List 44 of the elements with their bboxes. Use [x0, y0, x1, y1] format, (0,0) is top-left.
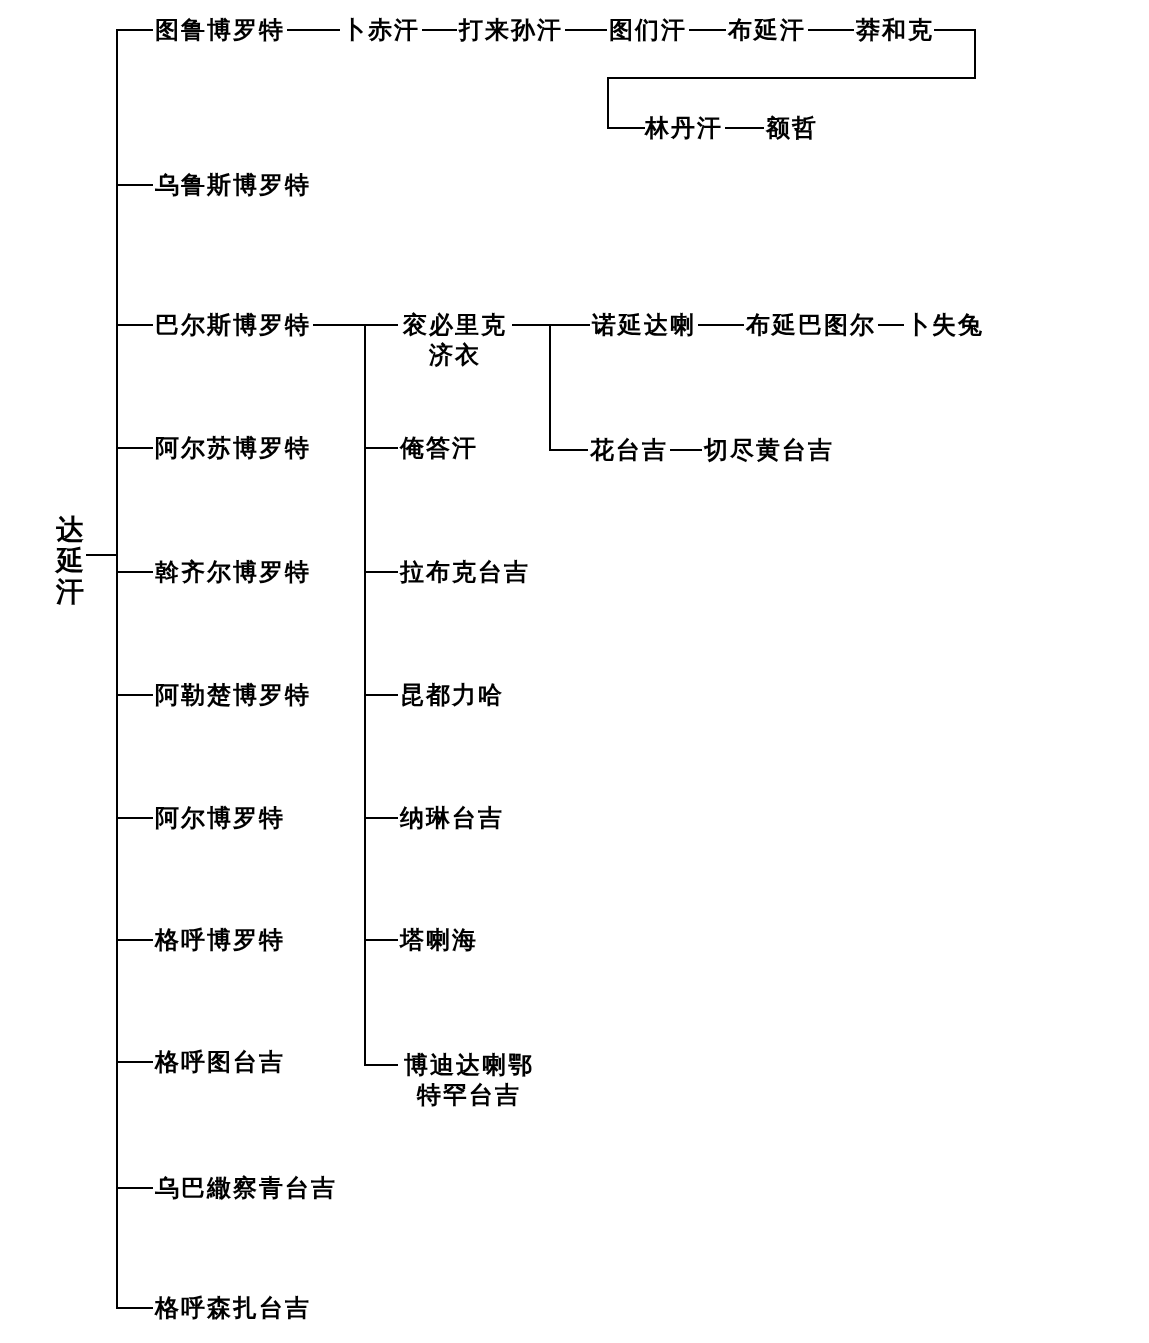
person-name: 阿尔苏博罗特 [155, 433, 311, 463]
tree-line [85, 554, 154, 1309]
person-name: 俺答汗 [400, 433, 478, 463]
person-name: 纳琳台吉 [400, 803, 504, 833]
person-name: 巴尔斯博罗特 [155, 310, 311, 340]
person-name: 格呼博罗特 [155, 925, 285, 955]
tree-line [421, 29, 458, 31]
person-name: 额哲 [766, 113, 818, 143]
tree-line [564, 29, 608, 31]
person-name: 格呼图台吉 [155, 1047, 285, 1077]
person-name: 布延巴图尔 [746, 310, 876, 340]
tree-line [511, 324, 589, 451]
person-name: 打来孙汗 [459, 15, 563, 45]
person-name: 斡齐尔博罗特 [155, 557, 311, 587]
person-name: 衮必里克济衣 [400, 310, 510, 370]
tree-line [807, 29, 855, 31]
person-name: 林丹汗 [645, 113, 723, 143]
tree-line [877, 324, 905, 326]
person-name: 博迪达喇鄂特罕台吉 [400, 1050, 537, 1110]
tree-line [607, 29, 976, 129]
tree-line [669, 449, 703, 451]
tree-line [688, 29, 727, 31]
tree-line [312, 324, 399, 1066]
tree-line [286, 29, 341, 31]
person-name: 切尽黄台吉 [704, 435, 834, 465]
person-name: 卜赤汗 [342, 15, 420, 45]
person-name: 塔喇海 [400, 925, 478, 955]
tree-line [724, 127, 765, 129]
tree-line [697, 324, 745, 326]
person-name: 花台吉 [590, 435, 668, 465]
person-name: 乌巴繖察青台吉 [155, 1173, 337, 1203]
person-name: 布延汗 [728, 15, 806, 45]
person-name: 昆都力哈 [400, 680, 504, 710]
person-name: 阿尔博罗特 [155, 803, 285, 833]
person-name: 拉布克台吉 [400, 557, 530, 587]
person-name: 图鲁博罗特 [155, 15, 285, 45]
person-name: 乌鲁斯博罗特 [155, 170, 311, 200]
person-name: 诺延达喇 [592, 310, 696, 340]
person-name: 图们汗 [609, 15, 687, 45]
person-name: 卜失兔 [906, 310, 984, 340]
person-name: 阿勒楚博罗特 [155, 680, 311, 710]
ancestor-name: 达延汗 [56, 515, 84, 608]
person-name: 格呼森扎台吉 [155, 1293, 311, 1323]
person-name: 莽和克 [856, 15, 934, 45]
